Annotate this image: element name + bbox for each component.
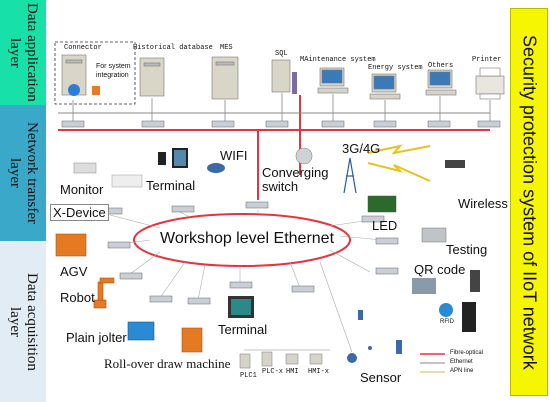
plc-hmi-devices: [239, 351, 323, 369]
wireless-label: Wireless: [458, 196, 508, 211]
application-drops: [72, 93, 491, 121]
plain-jolter-label: Plain jolter: [66, 330, 127, 345]
historical-db-label: Historical database: [133, 44, 213, 52]
monitor-device-icon: [111, 174, 143, 188]
network-layer-label: Network transfer layer: [7, 121, 40, 225]
application-layer-band: [0, 0, 46, 105]
security-system-label: Security protection system of IIoT netwo…: [519, 34, 540, 370]
cell-tower-icon: [343, 157, 357, 194]
workstation-energy: [369, 73, 401, 100]
sensor-label: Sensor: [360, 370, 402, 385]
rfid-icon: [439, 303, 453, 317]
qr-scanner-icon: [470, 270, 480, 292]
robot-arm-icon: [93, 277, 115, 309]
connector-dashed-box: [54, 41, 136, 105]
server-sql: [271, 59, 291, 93]
server-mes: [211, 56, 239, 100]
camera-icon: [73, 162, 97, 174]
workshop-switches: [99, 201, 399, 305]
printer-label: Printer: [472, 56, 502, 64]
wifi-label: WIFI: [220, 148, 248, 163]
phone-icon: [158, 152, 166, 165]
testing-label: Testing: [446, 242, 488, 257]
testing-device-icon: [421, 227, 447, 243]
terminal-bottom-label: Terminal: [218, 322, 268, 337]
rfid-handheld-icon: [462, 302, 476, 332]
agv-label: AGV: [60, 264, 88, 279]
mes-label: MES: [220, 44, 233, 52]
plc1-label: PLC1: [240, 372, 257, 380]
terminal-top-label: Terminal: [146, 178, 196, 193]
security-system-box: Security protection system of IIoT netwo…: [510, 8, 548, 396]
acquisition-layer-label: Data acquisition layer: [7, 272, 40, 371]
application-switches: [61, 120, 501, 128]
sql-rack: [292, 72, 297, 94]
legend-apn-label: APN line: [450, 368, 474, 374]
qr-printer-icon: [412, 278, 436, 294]
monitor-label: Monitor: [60, 182, 104, 197]
x-device-label: X-Device: [50, 204, 109, 221]
legend-fibre-label: Fibre-optical: [450, 350, 484, 356]
connector-label: Connector: [64, 44, 102, 52]
plain-jolter-icon: [127, 321, 155, 341]
network-layer-band: [0, 105, 46, 241]
converging-switch-label: Converging switch: [262, 165, 329, 194]
workstation-maintenance: [317, 67, 349, 94]
router-icon: [207, 163, 225, 173]
wireless-ap-icon: [445, 160, 465, 168]
system-integration-label: For system integration: [96, 63, 131, 79]
rfid-label: RFID: [440, 319, 454, 325]
rollover-machine-icon: [181, 327, 203, 353]
led-panel-icon: [367, 195, 397, 213]
hmi-label: HMI: [286, 368, 299, 376]
application-layer-label: Data application layer: [7, 3, 40, 102]
ethernet-links: [109, 210, 383, 301]
others-label: Others: [428, 62, 454, 70]
ethernet-label: Workshop level Ethernet: [160, 230, 335, 247]
sensor-link: [319, 261, 353, 353]
energy-label: Energy system: [368, 64, 423, 72]
workstation-others: [425, 69, 457, 96]
globe-icon: [68, 84, 80, 96]
integration-icon: [92, 86, 100, 95]
printer-icon: [475, 67, 505, 100]
rollover-label: Roll-over draw machine: [104, 356, 231, 371]
converging-switch-icon: [295, 147, 313, 165]
robot-label: Robot: [60, 290, 95, 305]
sql-label: SQL: [275, 50, 288, 58]
plc-x-label: PLC-x: [262, 368, 284, 376]
workshop-ethernet-ellipse: [133, 213, 351, 267]
server-historical: [139, 57, 165, 97]
acquisition-layer-band: [0, 241, 46, 402]
tablet-screen: [174, 150, 186, 166]
hmi-x-label: HMI-x: [308, 368, 330, 376]
wireless-signal-1: [367, 144, 431, 155]
sensor-icons: [347, 310, 402, 363]
maintenance-label: MAintenance system: [300, 56, 376, 64]
agv-icon: [55, 233, 87, 257]
legend-ethernet-label: Ethernet: [450, 359, 473, 365]
qr-code-label: QR code: [414, 262, 466, 277]
led-label: LED: [372, 218, 398, 233]
cellular-label: 3G/4G: [342, 141, 381, 156]
wireless-signal-2: [367, 162, 431, 182]
